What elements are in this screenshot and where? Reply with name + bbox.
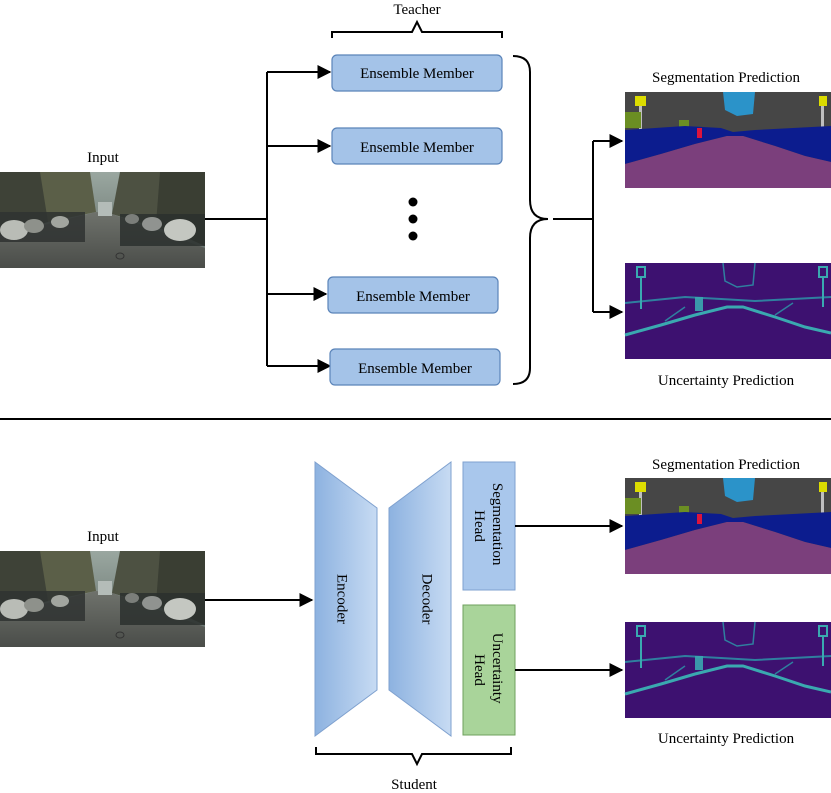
ensemble-member-1: Ensemble Member — [331, 54, 503, 92]
student-uncertainty-image — [623, 620, 831, 720]
ensemble-ellipsis — [408, 197, 418, 241]
student-segmentation-label: Segmentation Prediction — [652, 457, 800, 473]
segmentation-head: Segmentation Head — [462, 461, 516, 591]
teacher-output-arrows — [553, 134, 624, 319]
student-segmentation-image — [625, 478, 831, 574]
encoder-label: Encoder — [334, 574, 350, 624]
ensemble-member-4: Ensemble Member — [329, 348, 501, 386]
teacher-uncertainty-image — [623, 261, 831, 361]
ensemble-member-label: Ensemble Member — [358, 361, 472, 377]
ensemble-member-3: Ensemble Member — [327, 276, 499, 314]
teacher-brace — [331, 19, 503, 38]
decoder-label: Decoder — [419, 574, 435, 625]
student-input-image — [0, 550, 206, 648]
ensemble-member-label: Ensemble Member — [360, 66, 474, 82]
teacher-fanout-arrows — [205, 65, 332, 373]
decoder-block: Decoder — [388, 461, 452, 737]
teacher-ensemble-brace — [512, 55, 549, 385]
ensemble-member-label: Ensemble Member — [356, 289, 470, 305]
uncertainty-head: Uncertainty Head — [462, 604, 516, 736]
teacher-input-image — [0, 171, 206, 269]
teacher-uncertainty-label: Uncertainty Prediction — [658, 373, 795, 389]
ensemble-member-label: Ensemble Member — [360, 140, 474, 156]
teacher-segmentation-label: Segmentation Prediction — [652, 70, 800, 86]
teacher-input-label: Input — [87, 150, 119, 166]
uncertainty-head-label: Uncertainty Head — [471, 633, 505, 708]
teacher-segmentation-image — [625, 92, 831, 188]
teacher-title: Teacher — [393, 2, 440, 18]
student-brace — [315, 747, 512, 767]
student-title: Student — [391, 777, 438, 793]
student-uncertainty-label: Uncertainty Prediction — [658, 731, 795, 747]
encoder-block: Encoder — [314, 461, 378, 737]
ensemble-member-2: Ensemble Member — [331, 127, 503, 165]
segmentation-head-label: Segmentation Head — [471, 483, 505, 569]
student-input-label: Input — [87, 529, 119, 545]
